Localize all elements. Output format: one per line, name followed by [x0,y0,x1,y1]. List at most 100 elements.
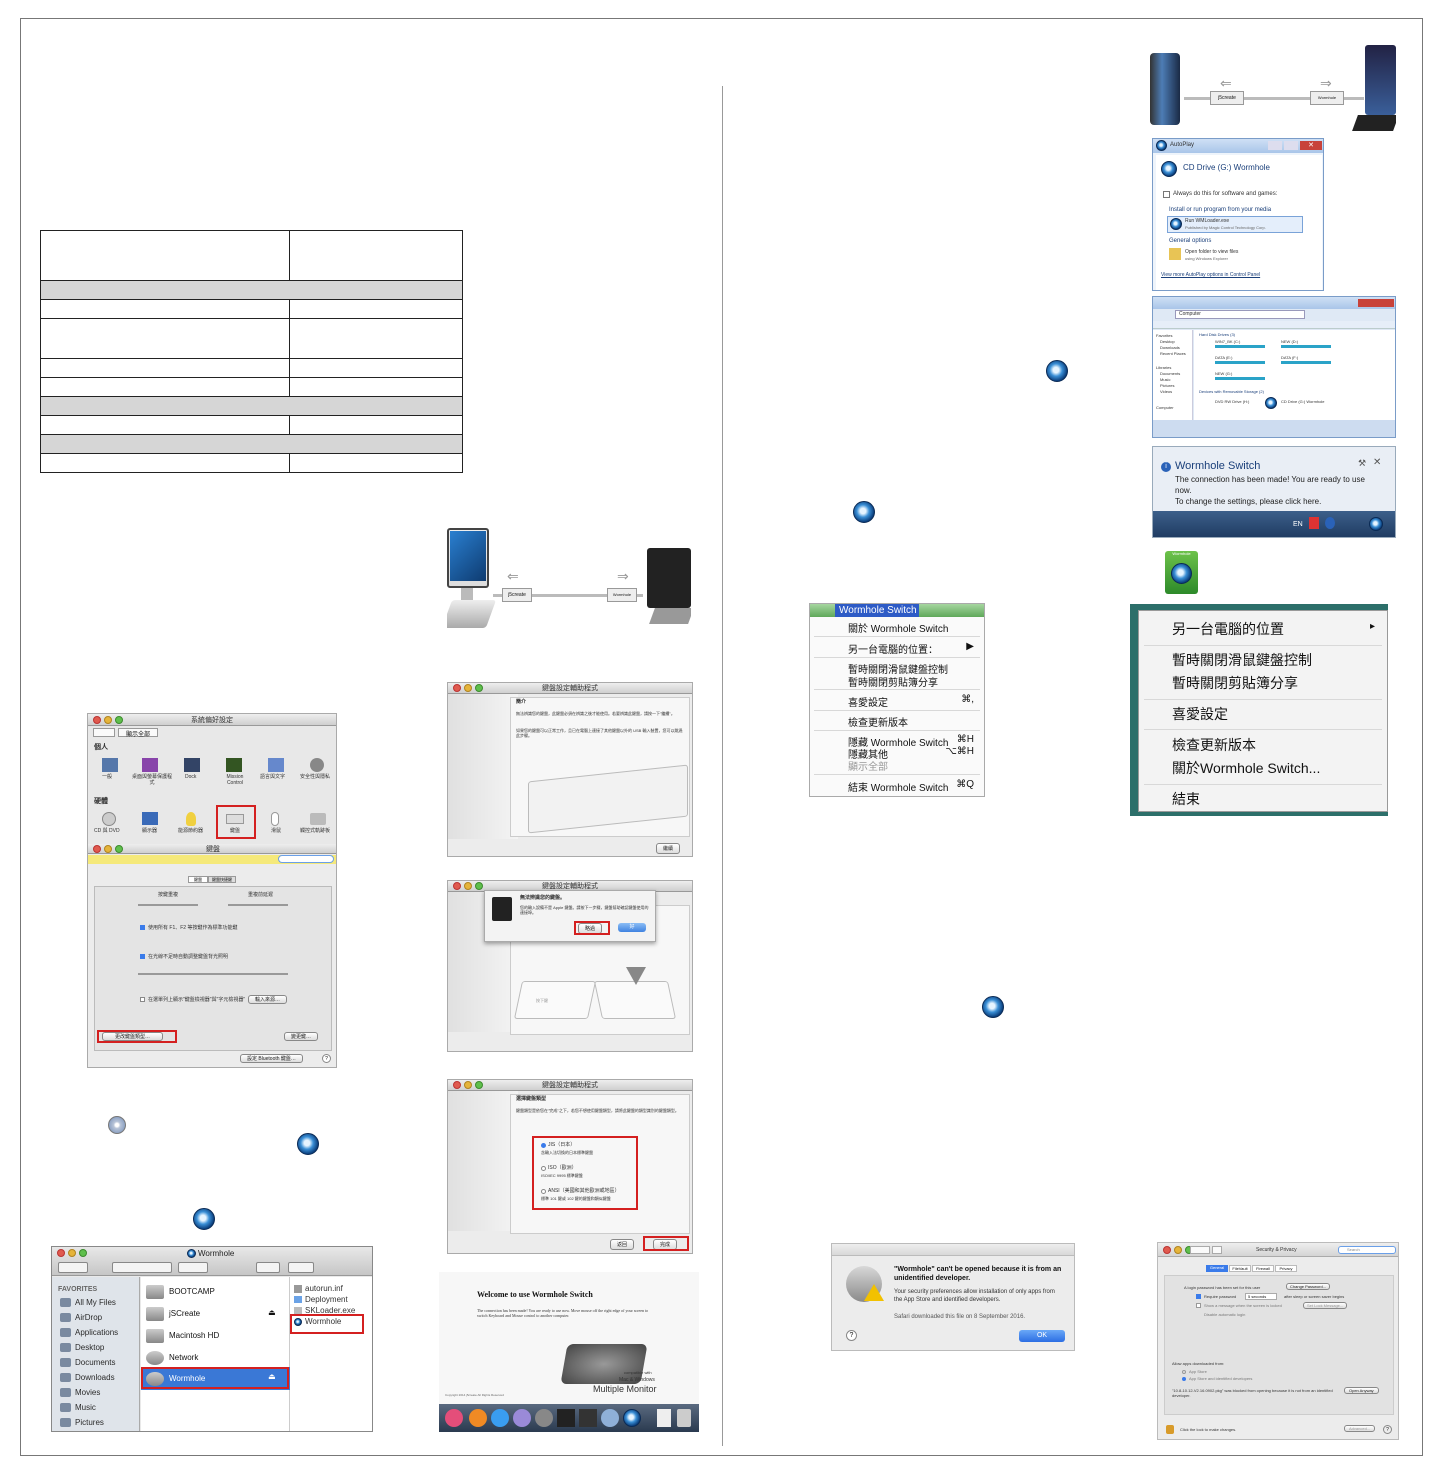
ctx-disable-clipboard[interactable]: 暫時關閉剪貼簿分享 [1172,675,1298,691]
delay-select[interactable]: 5 seconds [1245,1293,1277,1300]
menu-preferences[interactable]: 喜愛設定 [848,698,888,709]
backlight-checkbox[interactable] [140,954,145,959]
search-input[interactable]: Search [1338,1246,1396,1254]
menu-hide-others[interactable]: 隱藏其他 [848,750,888,761]
show-message-checkbox[interactable] [1196,1303,1201,1308]
fav-desktop[interactable]: Desktop [60,1343,104,1353]
tab-general[interactable]: General [1206,1265,1228,1272]
energy-saver-icon[interactable] [186,812,196,826]
display-icon[interactable] [142,812,158,825]
file-autorun[interactable]: autorun.inf [294,1284,343,1294]
file-skloader[interactable]: SKLoader.exe [294,1306,355,1316]
help-icon[interactable] [1325,517,1335,529]
tab-shortcuts[interactable]: 鍵盤快捷鍵 [208,876,236,883]
fav-airdrop[interactable]: AirDrop [60,1313,102,1323]
language-icon[interactable] [268,758,284,772]
change-password-button[interactable]: Change Password... [1286,1283,1331,1290]
fav-downloads[interactable]: Downloads [60,1373,115,1383]
security-icon[interactable] [310,758,324,772]
close-button[interactable]: ✕ [1300,141,1322,150]
help-icon[interactable]: ? [1383,1425,1392,1434]
tab-firewall[interactable]: Firewall [1252,1265,1274,1272]
require-password-checkbox[interactable] [1196,1294,1201,1299]
file-wormhole[interactable]: Wormhole [294,1317,341,1327]
ctx-quit[interactable]: 結束 [1172,791,1200,807]
activity-monitor-icon[interactable] [557,1409,575,1427]
show-all-button[interactable]: 顯示全部 [118,728,158,738]
nav-pictures[interactable]: Pictures [1160,383,1175,388]
lock-icon[interactable] [1166,1425,1174,1434]
menu-other-location[interactable]: 另一台電腦的位置： [848,645,938,656]
fav-movies[interactable]: Movies [60,1388,100,1398]
device-wormhole[interactable]: Wormhole [146,1372,205,1386]
nav-desktop[interactable]: Desktop [1160,339,1175,344]
device-jscreate[interactable]: jSCreate [146,1307,200,1321]
tab-filevault[interactable]: FileVault [1229,1265,1251,1272]
key-repeat-slider[interactable] [138,904,198,906]
help-icon[interactable]: ? [322,1054,331,1063]
viewer-checkbox[interactable] [140,997,145,1002]
general-icon[interactable] [102,758,118,772]
backlight-slider[interactable] [138,973,288,975]
autoplay-more-link[interactable]: View more AutoPlay options in Control Pa… [1161,272,1261,278]
grid-button[interactable] [1212,1246,1222,1254]
radio-app-store[interactable] [1182,1370,1186,1374]
back-button[interactable]: 返回 [610,1239,635,1250]
nav-libraries[interactable]: Libraries [1156,365,1172,370]
delay-slider[interactable] [228,904,288,906]
advanced-button[interactable]: Advanced... [1344,1425,1376,1432]
fav-music[interactable]: Music [60,1403,96,1413]
trackpad-icon[interactable] [310,813,326,825]
mission-control-icon[interactable] [226,758,242,772]
settings-icon[interactable]: ⚒ [1358,458,1367,468]
cd-dvd-icon[interactable] [102,812,116,826]
ctx-check-update[interactable]: 檢查更新版本 [1172,737,1256,753]
drive-c[interactable]: WIN7_BK (C:) [1215,339,1241,344]
fav-pictures[interactable]: Pictures [60,1418,104,1428]
arrange-button[interactable] [178,1262,208,1273]
radio-ansi[interactable] [541,1189,546,1194]
tab-keyboard[interactable]: 鍵盤 [188,876,208,883]
appstore-icon[interactable] [491,1409,509,1427]
help-icon[interactable]: ? [846,1330,857,1341]
tab-privacy[interactable]: Privacy [1275,1265,1297,1272]
cd-drive-wormhole[interactable]: CD Drive (G:) Wormhole [1281,399,1325,404]
eject-icon[interactable]: ⏏ [268,1308,276,1317]
back-forward-buttons[interactable] [58,1262,88,1273]
language-indicator[interactable]: EN [1293,521,1303,528]
fn-keys-checkbox[interactable] [140,925,145,930]
always-checkbox[interactable] [1163,191,1170,198]
search-input[interactable] [278,855,334,863]
fav-documents[interactable]: Documents [60,1358,115,1368]
bluetooth-keyboard-button[interactable]: 設定 Bluetooth 鍵盤… [240,1054,303,1063]
keyboard-icon[interactable] [226,814,244,824]
desktop-icon[interactable] [142,758,158,772]
settings-icon[interactable] [535,1409,553,1427]
close-button[interactable] [1358,299,1394,307]
ctx-about[interactable]: 關於Wormhole Switch... [1172,760,1321,776]
wormhole-dock-icon[interactable] [623,1409,641,1427]
nav-music[interactable]: Music [1160,377,1171,382]
nav-recent[interactable]: Recent Places [1160,351,1186,356]
input-sources-button[interactable]: 輸入來源… [248,995,288,1004]
nav-computer[interactable]: Computer [1156,405,1174,410]
document-icon[interactable] [657,1409,671,1427]
continue-button[interactable]: 繼續 [656,843,681,854]
terminal-icon[interactable] [579,1409,597,1427]
nav-favorites[interactable]: Favorites [1156,333,1173,338]
set-lock-message-button[interactable]: Set Lock Message... [1303,1302,1348,1309]
menu-about[interactable]: 關於 Wormhole Switch [848,624,949,635]
file-deployment[interactable]: Deployment [294,1295,348,1305]
launchpad-icon[interactable] [513,1409,531,1427]
drive-g[interactable]: NEW (G:) [1215,371,1233,376]
open-anyway-button[interactable]: Open Anyway [1344,1387,1379,1394]
search-icon[interactable] [601,1409,619,1427]
run-program-option[interactable] [1167,216,1303,233]
drive-f[interactable]: DATA (F:) [1281,355,1299,360]
maximize-button[interactable] [1284,141,1298,150]
itunes-icon[interactable] [445,1409,463,1427]
device-bootcamp[interactable]: BOOTCAMP [146,1285,215,1299]
menubar-app-name[interactable]: Wormhole Switch [839,605,917,616]
quicklook-button[interactable] [256,1262,280,1273]
ctx-disable-mouse-kb[interactable]: 暫時關閉滑鼠鍵盤控制 [1172,652,1312,668]
